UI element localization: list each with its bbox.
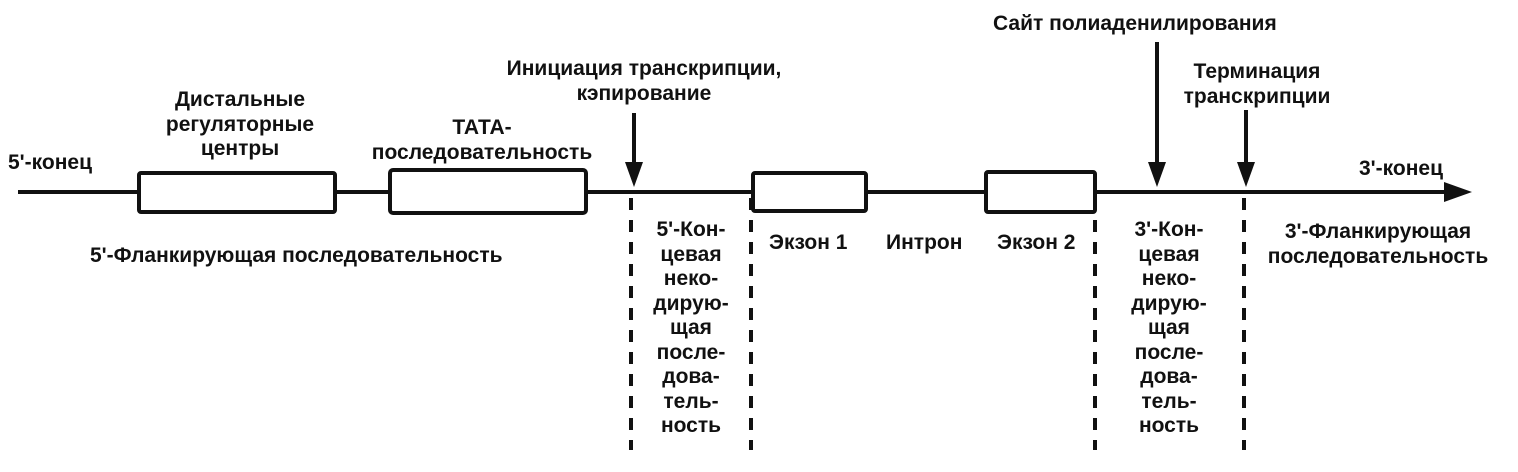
transcription-initiation-label: Инициация транскрипции, кэпирование bbox=[507, 57, 782, 106]
five-utr-line-2: цевая bbox=[660, 242, 722, 266]
five-utr-line-6: после- bbox=[656, 340, 726, 364]
transcription-initiation-line-1: Инициация транскрипции, bbox=[506, 57, 782, 80]
three-utr-line-6: после- bbox=[1134, 340, 1204, 364]
three-utr-line-9: ность bbox=[1138, 414, 1200, 437]
tata-line-1: ТАТА- bbox=[452, 116, 512, 139]
transcription-termination-line-2: транскрипции bbox=[1183, 84, 1331, 108]
three-utr-label: 3'-Кон- цевая неко- дирую- щая после- до… bbox=[1131, 218, 1206, 439]
three-utr-line-8: тель- bbox=[1141, 389, 1197, 413]
three-utr-line-2: цевая bbox=[1138, 242, 1200, 266]
exon1-box bbox=[751, 171, 868, 213]
three-flanking-label: 3'-Фланкирующая последовательность bbox=[1268, 220, 1488, 269]
five-utr-label: 5'-Кон- цевая неко- дирую- щая после- до… bbox=[653, 218, 728, 439]
three-utr-line-4: дирую- bbox=[1131, 291, 1207, 315]
three-utr-line-1: 3'-Кон- bbox=[1134, 218, 1204, 241]
three-end-arrowhead bbox=[1444, 182, 1472, 202]
three-end-label: 3'-конец bbox=[1359, 157, 1443, 180]
tata-box bbox=[388, 168, 588, 215]
transcription-termination-line-1: Терминация bbox=[1193, 60, 1321, 83]
transcription-termination-label: Терминация транскрипции bbox=[1184, 60, 1331, 109]
three-utr-line-5: щая bbox=[1148, 316, 1190, 339]
three-flanking-line-2: последовательность bbox=[1267, 244, 1489, 268]
five-flanking-label: 5'-Фланкирующая последовательность bbox=[90, 244, 503, 267]
exon1-label: Экзон 1 bbox=[769, 231, 848, 254]
tata-label: ТАТА- последовательность bbox=[372, 116, 592, 165]
distal-regulatory-line-1: Дистальные bbox=[174, 88, 306, 111]
five-utr-line-1: 5'-Кон- bbox=[656, 218, 726, 241]
transcription-initiation-line-2: кэпирование bbox=[576, 81, 712, 105]
tata-line-2: последовательность bbox=[371, 140, 593, 164]
distal-regulatory-box bbox=[137, 171, 337, 214]
five-end-label: 5'-конец bbox=[8, 151, 92, 174]
five-utr-line-7: дова- bbox=[662, 365, 720, 388]
three-flanking-line-1: 3'-Фланкирующая bbox=[1284, 220, 1472, 243]
five-utr-line-5: щая bbox=[670, 316, 712, 339]
three-utr-line-3: неко- bbox=[1141, 267, 1197, 290]
initiation-arrow-head bbox=[625, 162, 643, 187]
intron-label: Интрон bbox=[886, 231, 963, 254]
exon2-label: Экзон 2 bbox=[997, 231, 1076, 254]
five-utr-line-9: ность bbox=[660, 414, 722, 437]
polyadenylation-site-label: Сайт полиаденилирования bbox=[993, 12, 1277, 35]
distal-regulatory-label: Дистальные регуляторные центры bbox=[166, 88, 314, 162]
exon2-box bbox=[984, 170, 1097, 214]
termination-arrow-head bbox=[1237, 162, 1255, 187]
distal-regulatory-line-2: регуляторные bbox=[165, 112, 315, 136]
three-utr-line-7: дова- bbox=[1140, 365, 1198, 388]
polyadenylation-arrow-head bbox=[1148, 162, 1166, 187]
five-utr-line-8: тель- bbox=[663, 389, 719, 413]
five-utr-line-3: неко- bbox=[663, 267, 719, 290]
five-utr-line-4: дирую- bbox=[653, 291, 729, 315]
distal-regulatory-line-3: центры bbox=[200, 137, 280, 160]
